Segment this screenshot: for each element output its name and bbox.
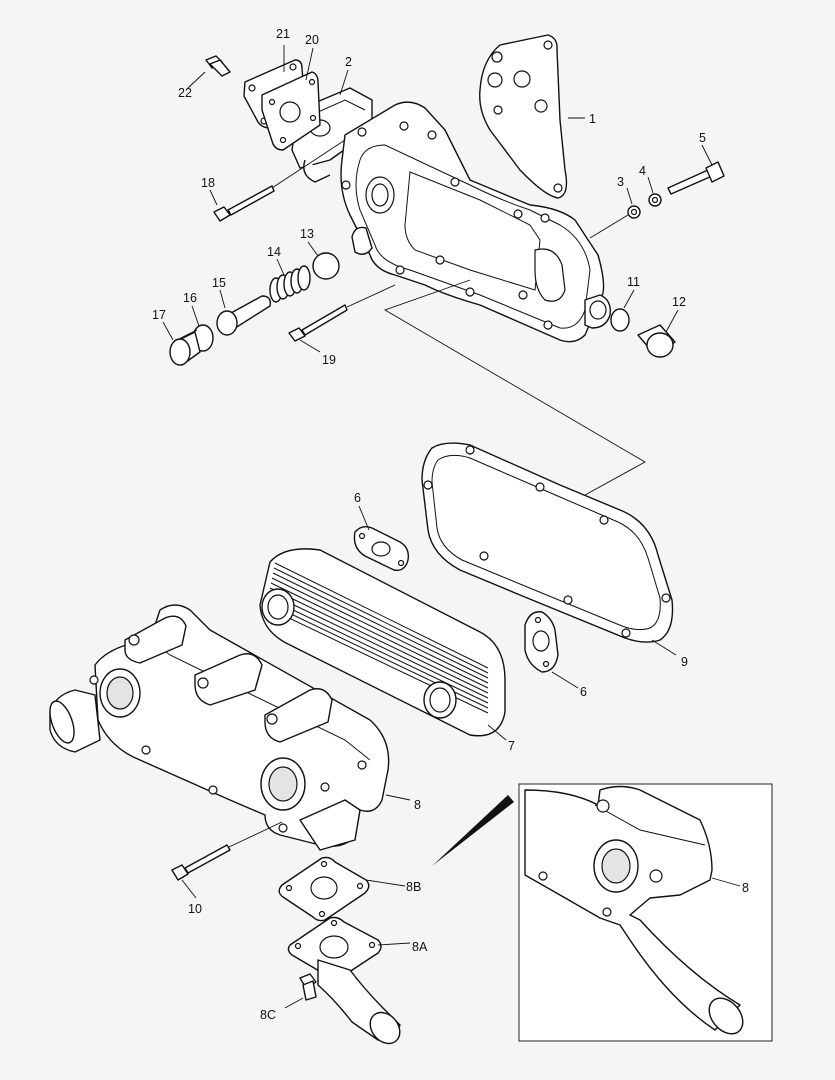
- part-20-gasket: [261, 71, 321, 151]
- callout-13: 13: [300, 227, 314, 241]
- callout-10: 10: [188, 902, 202, 916]
- part-7-cooler-core: [259, 548, 506, 737]
- part-8b-gasket: [278, 856, 370, 922]
- callout-15: 15: [212, 276, 226, 290]
- callout-8: 8: [414, 798, 421, 812]
- callout-3: 3: [617, 175, 624, 189]
- callout-14: 14: [267, 245, 281, 259]
- inset-detail: [518, 783, 773, 1042]
- inset-pointer: [432, 795, 514, 866]
- part-12-plug: [637, 324, 676, 358]
- part-5-bolt: [667, 161, 725, 195]
- leader-lines: [162, 45, 741, 1009]
- callout-21: 21: [276, 27, 290, 41]
- callout-11: 11: [627, 275, 640, 289]
- callout-8-inset: 8: [742, 881, 749, 895]
- part-3-washer-hole: [630, 208, 638, 216]
- part-11-o-ring: [610, 308, 630, 332]
- part-18-bolt: [213, 139, 346, 222]
- callout-6-lower: 6: [580, 685, 587, 699]
- part-4-washer-hole: [651, 196, 659, 204]
- callout-5: 5: [699, 131, 706, 145]
- callout-9: 9: [681, 655, 688, 669]
- part-9-large-gasket: [421, 442, 674, 643]
- part-15-plunger: [216, 295, 272, 336]
- part-14-spring: [269, 265, 311, 303]
- callout-19: 19: [322, 353, 336, 367]
- part-22-bolt: [205, 55, 231, 77]
- part-19-bolt: [288, 284, 396, 342]
- callout-labels: 21 20 2 22 1 5 3 4 18 13 14 15 11 12 16 …: [152, 27, 749, 1022]
- part-8-cooler-cover: [49, 604, 390, 851]
- callout-18: 18: [201, 176, 215, 190]
- oil-cooler-housing: [340, 101, 611, 343]
- callout-8b: 8B: [406, 880, 421, 894]
- part-6-gasket-upper: [353, 525, 410, 571]
- part-17-plug: [169, 329, 201, 366]
- part-8c-bolt: [299, 973, 317, 1001]
- part-10-bolt: [171, 821, 283, 881]
- callout-8a: 8A: [412, 940, 428, 954]
- callout-22: 22: [178, 86, 192, 100]
- callout-8c: 8C: [260, 1008, 276, 1022]
- part-6-gasket-lower: [524, 611, 559, 673]
- part-13-ball: [312, 252, 340, 280]
- part-1-gasket-plate: [479, 34, 568, 199]
- callout-17: 17: [152, 308, 166, 322]
- callout-16: 16: [183, 291, 197, 305]
- callout-6-upper: 6: [354, 491, 361, 505]
- callout-7: 7: [508, 739, 515, 753]
- callout-20: 20: [305, 33, 319, 47]
- part-8a-elbow-pipe: [287, 916, 401, 1045]
- callout-2: 2: [345, 55, 352, 69]
- callout-1: 1: [589, 112, 596, 126]
- callout-4: 4: [639, 164, 646, 178]
- callout-12: 12: [672, 295, 686, 309]
